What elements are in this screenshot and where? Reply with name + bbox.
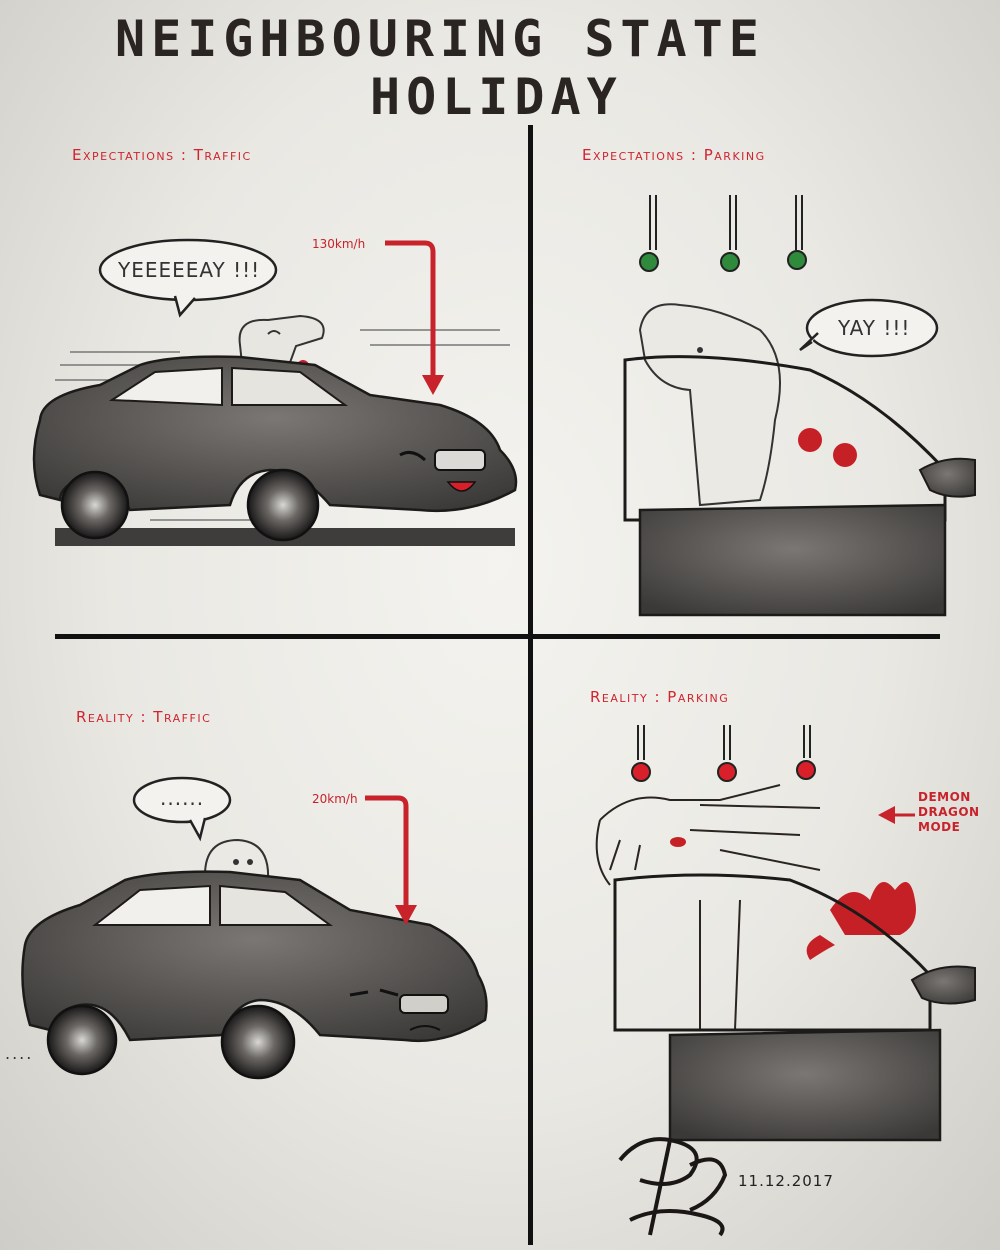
panel-3-label: Reality : Traffic xyxy=(76,708,212,726)
horizontal-divider xyxy=(55,634,940,639)
comic-title-line-1: NEIGHBOURING STATE xyxy=(115,10,765,68)
panel-expectations-traffic-art xyxy=(32,238,518,546)
demon-dragon-driver xyxy=(595,784,821,1031)
parking-lights-red xyxy=(631,725,816,782)
demon-dragon-mode-note: DEMON DRAGON MODE xyxy=(918,790,980,835)
car-door-frame xyxy=(623,355,976,617)
speed-arrow-130 xyxy=(385,240,436,380)
panel-expectations-parking-art xyxy=(623,195,976,617)
car-angry xyxy=(21,870,488,1080)
speech-text-yeeeeeay: YEEEEEAY !!! xyxy=(118,258,261,282)
signature-monogram xyxy=(618,1137,728,1237)
panel-1-label: Expectations : Traffic xyxy=(72,146,252,164)
car-door-frame-reality xyxy=(613,873,976,1142)
speech-text-silence: ...... xyxy=(160,786,205,810)
panel-reality-parking-art xyxy=(595,725,976,1142)
drawing-date: 11.12.2017 xyxy=(738,1172,834,1190)
parking-lights-green xyxy=(639,195,807,272)
side-note-arrow xyxy=(878,806,915,824)
traffic-trail-dots: .... xyxy=(5,1044,34,1063)
comic-title-line-2: HOLIDAY xyxy=(370,68,623,126)
speed-label-130: 130km/h xyxy=(312,237,366,251)
side-note-line-3: MODE xyxy=(918,820,961,834)
panel-reality-traffic-art xyxy=(21,776,488,1080)
speech-text-yay: YAY !!! xyxy=(838,316,911,340)
speed-arrow-20 xyxy=(365,795,409,910)
side-note-line-2: DRAGON xyxy=(918,805,980,819)
car-happy xyxy=(32,355,518,542)
dinosaur-driver-parking xyxy=(638,303,857,507)
vertical-divider xyxy=(528,125,533,1245)
side-note-line-1: DEMON xyxy=(918,790,971,804)
panel-4-label: Reality : Parking xyxy=(590,688,730,706)
speech-bubble-yay-1 xyxy=(98,238,278,318)
panel-2-label: Expectations : Parking xyxy=(582,146,766,164)
speech-bubble-silence xyxy=(132,776,232,842)
speed-label-20: 20km/h xyxy=(312,792,358,806)
dragon-flames xyxy=(806,882,916,960)
speech-bubble-yay-2 xyxy=(799,298,939,358)
